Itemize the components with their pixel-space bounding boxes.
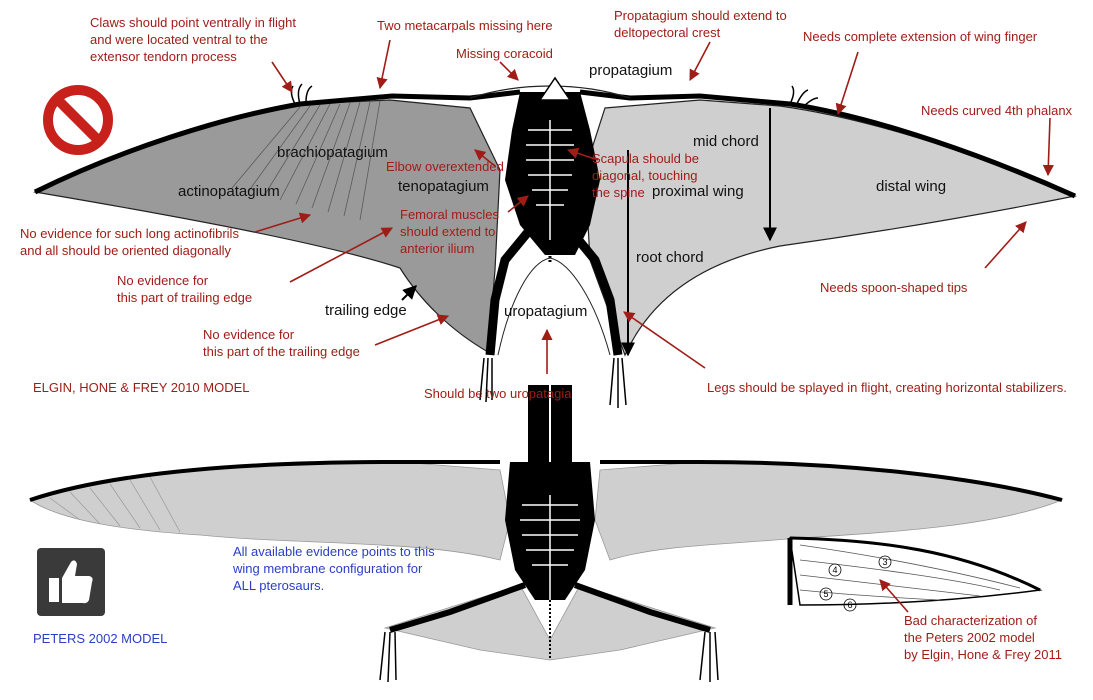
wing-finger-critique: Needs complete extension of wing finger (803, 29, 1038, 44)
bottom-actinofibrils (49, 476, 181, 533)
uropatagia-critique: Should be two uropatagia (424, 386, 572, 401)
critique-arrows (254, 39, 1054, 374)
label-tenopatagium: tenopatagium (398, 178, 489, 195)
inset-number-6: 6 (847, 600, 852, 610)
label-propatagium: propatagium (589, 62, 673, 79)
inset-number-4: 4 (832, 565, 837, 575)
bottom-ribs (520, 495, 580, 600)
inset-number-5: 5 (823, 589, 828, 599)
bottom-model-caption: PETERS 2002 MODEL (33, 631, 168, 646)
inset-critique: Bad characterization of the Peters 2002 … (904, 613, 1063, 662)
inset-sketch: 3 4 5 6 (787, 536, 1043, 613)
top-model-figure (33, 76, 1078, 408)
label-brachiopatagium: brachiopatagium (277, 144, 388, 161)
inset-number-marks (819, 555, 892, 612)
right-wing-membrane (584, 99, 1078, 357)
uropatagium-edge (497, 257, 611, 356)
bottom-right-leg (573, 582, 711, 633)
skull-outline (538, 76, 572, 101)
legs-critique: Legs should be splayed in flight, creati… (707, 380, 1067, 395)
thumbs-up-icon (37, 548, 105, 616)
actinofibrils-critique: No evidence for such long actinofibrils … (20, 226, 239, 258)
metacarpals-critique: Two metacarpals missing here (377, 18, 553, 33)
scapula-critique: Scapula should be diagonal, touching the… (592, 151, 699, 200)
label-proximal-wing: proximal wing (652, 183, 744, 200)
label-actinopatagium: actinopatagium (178, 183, 280, 200)
top-model-caption: ELGIN, HONE & FREY 2010 MODEL (33, 380, 250, 395)
prohibition-icon (43, 85, 113, 155)
femoral-critique: Femoral muscles should extend to anterio… (400, 207, 499, 256)
inset-number-3: 3 (882, 557, 887, 567)
bottom-left-wing-bones (29, 460, 500, 502)
propatagium-critique: Propatagium should extend to deltopector… (614, 8, 787, 40)
trailing-edge-critique-1: No evidence for this part of trailing ed… (117, 273, 253, 305)
trailing-edge-arrow (401, 285, 417, 301)
elbow-critique: Elbow overextended (386, 159, 504, 174)
ribs (526, 120, 574, 240)
phalanx-critique: Needs curved 4th phalanx (921, 103, 1073, 118)
right-leg (568, 229, 623, 356)
feet (479, 357, 627, 408)
bottom-right-wing-bones (600, 460, 1063, 502)
bottom-model-figure (29, 385, 1064, 683)
trailing-edge-critique-2: No evidence for this part of the trailin… (203, 327, 360, 359)
coracoid-critique: Missing coracoid (456, 46, 553, 61)
bottom-feet (379, 631, 719, 683)
label-uropatagium: uropatagium (504, 303, 588, 320)
left-leg (485, 229, 532, 356)
torso (505, 92, 600, 255)
label-root-chord: root chord (636, 249, 704, 266)
claws (290, 83, 819, 109)
spoon-tips-critique: Needs spoon-shaped tips (820, 280, 968, 295)
label-trailing-edge: trailing edge (325, 302, 407, 319)
claws-critique: Claws should point ventrally in flight a… (90, 15, 296, 64)
bottom-left-leg (389, 582, 527, 633)
actinofibrils (231, 100, 381, 221)
label-distal-wing: distal wing (876, 178, 947, 195)
label-mid-chord: mid chord (693, 133, 759, 150)
evidence-note: All available evidence points to this wi… (233, 544, 435, 593)
